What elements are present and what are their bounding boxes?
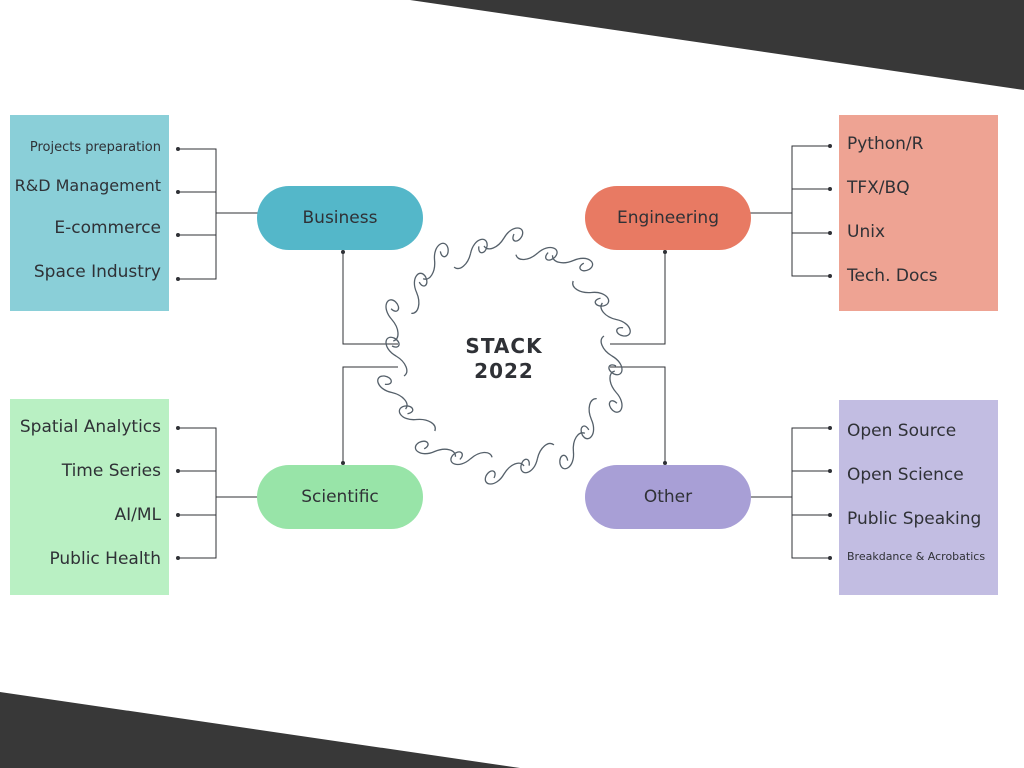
swirl-ring-decoration <box>377 227 631 485</box>
scientific-item-4: Public Health <box>49 549 161 569</box>
engineering-item-4: Tech. Docs <box>847 266 938 286</box>
scientific-item-1: Spatial Analytics <box>19 417 161 437</box>
other-dot-2 <box>828 469 832 473</box>
business-connector <box>178 148 398 345</box>
other-node: Other <box>585 465 751 529</box>
swirl-stroke <box>484 462 525 485</box>
other-item-4: Breakdance & Acrobatics <box>847 550 986 563</box>
swirl-stroke <box>453 238 488 270</box>
other-item-2: Open Science <box>847 465 964 485</box>
business-dot-2 <box>176 190 180 194</box>
center-title-line-2: 2022 <box>474 359 534 383</box>
business-item-4: Space Industry <box>33 262 161 282</box>
other-dot-4 <box>828 556 832 560</box>
swirl-stroke <box>551 255 594 272</box>
scientific-item-3: AI/ML <box>114 505 161 525</box>
scientific-dot-3 <box>176 513 180 517</box>
swirl-stroke <box>520 442 555 474</box>
swirl-stroke <box>414 440 457 457</box>
swirl-stroke <box>608 370 623 413</box>
center-title: STACK 2022 <box>434 334 574 384</box>
engineering-dot-3 <box>828 231 832 235</box>
scientific-dot-4 <box>176 556 180 560</box>
engineering-dot-4 <box>828 274 832 278</box>
engineering-item-2: TFX/BQ <box>847 178 910 198</box>
swirl-stroke <box>600 302 631 337</box>
engineering-item-3: Unix <box>847 222 886 242</box>
other-item-1: Open Source <box>847 421 957 441</box>
swirl-stroke <box>483 227 524 250</box>
swirl-stroke <box>450 451 493 466</box>
business-dot-5 <box>341 250 345 254</box>
swirl-stroke <box>411 272 428 315</box>
center-title-line-1: STACK <box>465 334 543 358</box>
swirl-stroke <box>600 335 623 376</box>
business-node: Business <box>257 186 423 250</box>
swirl-stroke <box>580 397 597 440</box>
business-dot-1 <box>176 147 180 151</box>
business-item-1: Projects preparation <box>29 140 161 155</box>
engineering-dot-5 <box>663 250 667 254</box>
scientific-dot-1 <box>176 426 180 430</box>
other-dot-1 <box>828 426 832 430</box>
scientific-node: Scientific <box>257 465 423 529</box>
swirl-stroke <box>515 246 558 261</box>
scientific-dot-2 <box>176 469 180 473</box>
other-item-3: Public Speaking <box>847 509 982 529</box>
business-dot-3 <box>176 233 180 237</box>
other-connector <box>610 366 830 559</box>
swirl-stroke <box>385 299 400 342</box>
swirl-stroke <box>385 336 408 377</box>
other-skills-box: Open Source Open Science Public Speaking… <box>839 400 998 595</box>
other-dot-5 <box>663 461 667 465</box>
business-item-3: E-commerce <box>54 218 161 238</box>
engineering-connector <box>610 145 830 345</box>
swirl-stroke <box>559 432 586 470</box>
scientific-dot-5 <box>341 461 345 465</box>
swirl-stroke <box>377 375 408 410</box>
business-dot-4 <box>176 277 180 281</box>
scientific-item-2: Time Series <box>61 461 161 481</box>
swirl-stroke <box>572 280 610 307</box>
other-dot-3 <box>828 513 832 517</box>
top-right-corner-band <box>410 0 1024 90</box>
scientific-skills-box: Spatial Analytics Time Series AI/ML Publ… <box>10 399 169 595</box>
engineering-dot-2 <box>828 187 832 191</box>
engineering-node: Engineering <box>585 186 751 250</box>
swirl-stroke <box>398 405 436 432</box>
bottom-left-corner-band <box>0 692 520 768</box>
engineering-skills-box: Python/R TFX/BQ Unix Tech. Docs <box>839 115 998 311</box>
engineering-item-1: Python/R <box>847 134 924 154</box>
engineering-dot-1 <box>828 144 832 148</box>
swirl-stroke <box>422 242 449 280</box>
business-skills-box: Projects preparation R&D Management E-co… <box>10 115 169 311</box>
scientific-connector <box>178 366 398 559</box>
business-item-2: R&D Management <box>14 176 161 195</box>
